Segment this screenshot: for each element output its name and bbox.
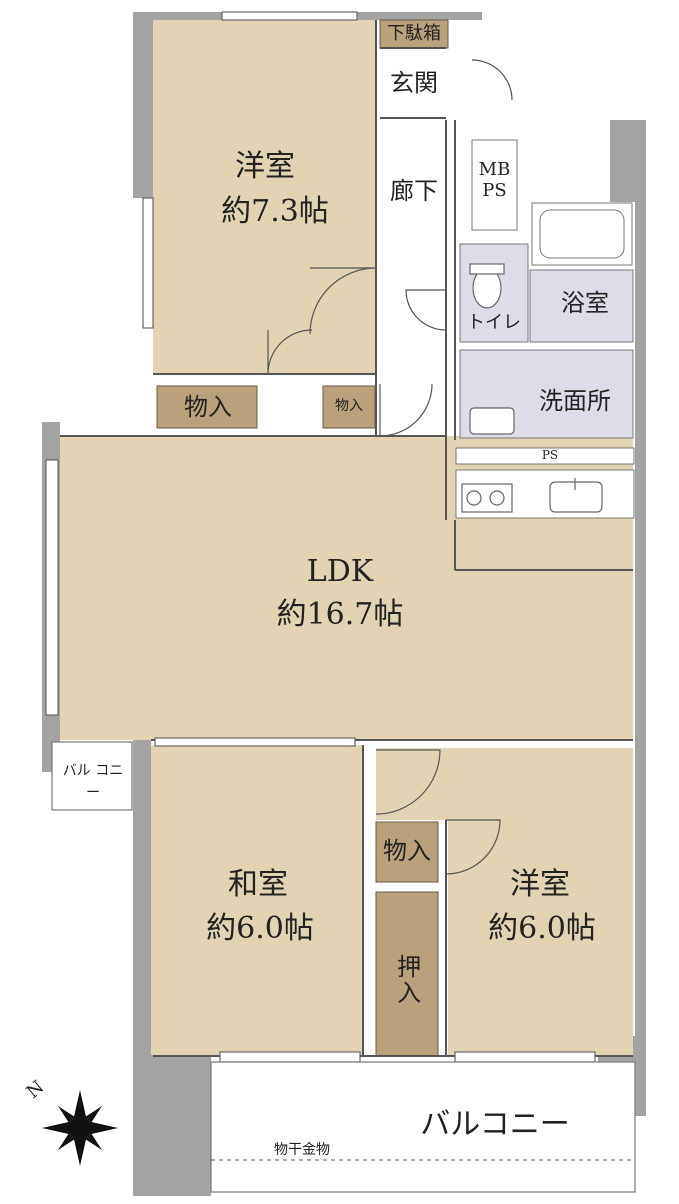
compass: [42, 1090, 118, 1166]
toilet-tank: [469, 263, 505, 275]
storage-small-label: 物入: [335, 398, 363, 414]
drying-hardware-label: 物干金物: [274, 1142, 330, 1158]
storage-fills: [156, 19, 449, 1057]
bathtub-inner: [539, 209, 625, 259]
japanese-room-name: 和室: [228, 867, 288, 902]
burner-left: [466, 490, 482, 506]
window-ldk-west: [45, 459, 59, 716]
entrance-label: 玄関: [390, 69, 438, 97]
storage-small-fill: [322, 385, 376, 429]
shoe-cabinet-label: 下駄箱: [387, 23, 441, 44]
storage-south-fill: [375, 821, 439, 883]
bathroom-label: 浴室: [561, 289, 609, 317]
western-room-south-name: 洋室: [510, 867, 570, 902]
door-storage-south: [445, 819, 501, 875]
western-room-north-size: 約7.3帖: [221, 194, 329, 229]
mbps-label: MB PS: [478, 159, 511, 201]
balcony-small-area: [51, 741, 133, 811]
ldk-name: LDK: [306, 554, 374, 589]
ps-strip: [455, 447, 635, 465]
door-western-north: [309, 267, 377, 335]
western-room-south-size: 約6.0帖: [488, 911, 596, 946]
fixtures: [461, 263, 603, 513]
window-ldk-south: [154, 737, 356, 747]
storage-south-label: 物入: [383, 837, 431, 865]
wet-area-fills: [455, 139, 635, 519]
window-north: [221, 11, 358, 21]
window-west: [142, 197, 154, 329]
balcony-main-label: バルコニー: [420, 1107, 570, 1142]
wash-basin: [469, 407, 515, 435]
door-toilet: [405, 289, 447, 331]
door-western-south: [375, 749, 441, 815]
burner-right: [489, 490, 505, 506]
ps-label: PS: [541, 448, 559, 462]
window-western-south: [454, 1051, 596, 1063]
toilet-label: トイレ: [467, 312, 521, 333]
oshiire-fill: [375, 891, 439, 1057]
western-room-south-entry-fill: [376, 748, 448, 820]
wall-east: [635, 120, 646, 1040]
western-room-south-fill: [448, 748, 633, 1056]
window-japanese-south: [219, 1051, 361, 1063]
hallway-label: 廊下: [390, 177, 438, 205]
sink: [549, 481, 603, 513]
column-southwest: [133, 1036, 211, 1196]
kitchen-fill: [455, 520, 633, 570]
storage-north-label: 物入: [184, 393, 232, 421]
door-entrance: [471, 59, 513, 101]
western-room-north-name: 洋室: [235, 149, 295, 184]
japanese-room-size: 約6.0帖: [206, 911, 314, 946]
shoe-cabinet-fill: [379, 19, 449, 49]
oshiire-label: 押入: [392, 954, 421, 1006]
bath-fill: [529, 269, 634, 343]
storage-north-fill: [156, 385, 258, 429]
balconies: [51, 741, 636, 1193]
door-storage-north: [267, 329, 313, 375]
balcony-main-area: [210, 1061, 636, 1193]
mbps-box: [471, 139, 518, 231]
balcony-small-label: バル コニー: [62, 763, 124, 802]
door-hallway: [379, 383, 433, 437]
doors: [267, 59, 513, 875]
wall-japanese-west: [133, 740, 151, 1040]
japanese-room-fill: [151, 745, 363, 1055]
washroom-label: 洗面所: [539, 387, 611, 415]
ldk-size: 約16.7帖: [276, 597, 404, 632]
western-room-north-fill: [153, 20, 376, 374]
